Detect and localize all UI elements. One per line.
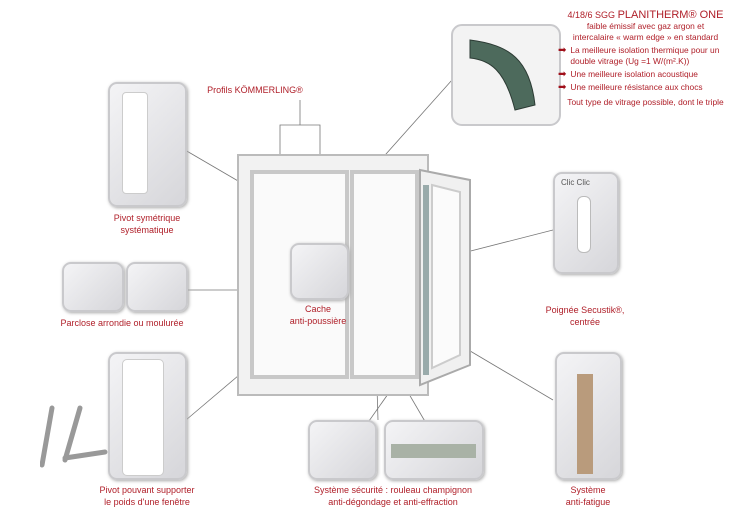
glazing-subtitle-1: faible émissif avec gaz argon et: [586, 21, 705, 31]
arrow-right-icon: ➡: [558, 82, 567, 93]
benefit-item: ➡La meilleure isolation thermique pour u…: [558, 45, 733, 67]
label-profils: Profils KÖMMERLING®: [207, 85, 303, 95]
cache-photo: [290, 243, 349, 300]
glazing-spec: 4/18/6 SGG: [567, 10, 616, 20]
pivot-support-photo: [108, 352, 187, 480]
benefit-item: ➡Une meilleure isolation acoustique: [558, 69, 733, 80]
glazing-info: 4/18/6 SGG PLANITHERM® ONE faible émissi…: [558, 10, 733, 108]
anti-fatigue-photo: [555, 352, 622, 480]
glass-sample-icon: [451, 24, 561, 126]
arrow-right-icon: ➡: [558, 45, 567, 56]
benefit-item: ➡Une meilleure résistance aux chocs: [558, 82, 733, 93]
parclose-round-photo: [62, 262, 124, 312]
benefit-text: Une meilleure résistance aux chocs: [570, 82, 703, 92]
glazing-brand: PLANITHERM® ONE: [617, 9, 724, 21]
window-frame-icon: [237, 154, 471, 396]
arrow-right-icon: ➡: [558, 69, 567, 80]
glazing-subtitle-2: intercalaire « warm edge » en standard: [572, 32, 719, 42]
label-parclose: Parclose arrondie ou moulurée: [60, 318, 184, 328]
handle-photo: Clic Clic: [553, 172, 619, 274]
benefit-text: La meilleure isolation thermique pour un…: [570, 45, 720, 66]
label-poignee: Poignée Secustik®,centrée: [545, 305, 625, 327]
clic-clic-text: Clic Clic: [561, 178, 590, 187]
security-photo-1: [308, 420, 377, 480]
benefit-text: Une meilleure isolation acoustique: [570, 69, 698, 79]
parclose-moulded-photo: [126, 262, 188, 312]
pivot-photo: [108, 82, 187, 207]
glazing-footer: Tout type de vitrage possible, dont le t…: [567, 97, 724, 107]
security-photo-2: [384, 420, 484, 480]
pivot-hardware-icon: [39, 400, 108, 470]
